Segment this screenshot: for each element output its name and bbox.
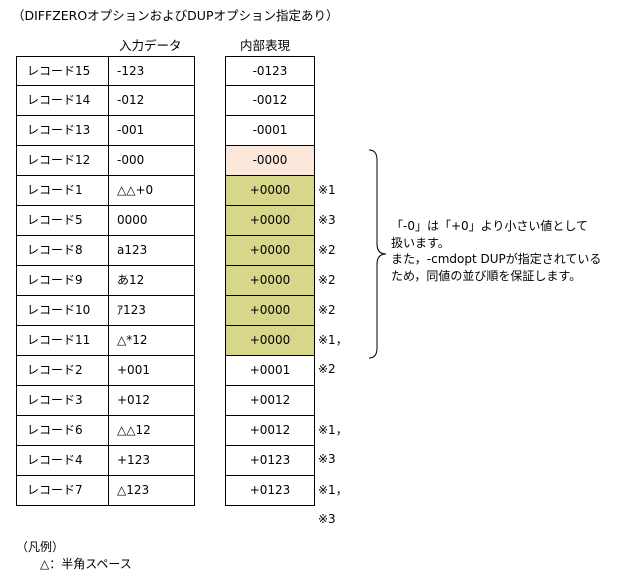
table-row: レコード14-012 -0012 — [16, 86, 316, 116]
record-name-cell: レコード13 — [16, 116, 109, 146]
table-row: レコード4+123 +0123 — [16, 446, 316, 476]
footnote-ref: ※1，※3 — [318, 483, 348, 526]
record-name-cell: レコード10 — [16, 296, 109, 326]
footnote-ref: ※2 — [318, 243, 336, 257]
input-data-cell: -001 — [108, 116, 195, 146]
input-data-cell: +012 — [108, 386, 195, 416]
input-data-cell: △123 — [108, 476, 195, 506]
internal-value-cell: +0000 — [225, 176, 315, 206]
internal-value-cell: +0000 — [225, 206, 315, 236]
input-data-cell: △△12 — [108, 416, 195, 446]
table-row: レコード1△△+0 +0000※1 — [16, 176, 336, 206]
table-row: レコード11△*12 +0000※1，※2 — [16, 326, 348, 376]
internal-value-cell: -0001 — [225, 116, 315, 146]
input-data-cell: +123 — [108, 446, 195, 476]
table-row: レコード3+012 +0012 — [16, 386, 316, 416]
table-row: レコード7△123 +0123※1，※3 — [16, 476, 348, 526]
explanation-line-4: ため，同値の並び順を保証します。 — [391, 268, 582, 283]
internal-value-cell: -0012 — [225, 86, 315, 116]
record-name-cell: レコード11 — [16, 326, 109, 356]
explanation-note: 「-0」は「+0」より小さい値として 扱います。 また，-cmdopt DUPが… — [391, 218, 636, 284]
table-row: レコード12-000 -0000 — [16, 146, 316, 176]
explanation-line-3: また，-cmdopt DUPが指定されている — [391, 252, 602, 266]
record-name-cell: レコード14 — [16, 86, 109, 116]
record-name-cell: レコード15 — [16, 56, 109, 86]
record-name-cell: レコード9 — [16, 266, 109, 296]
table-row: レコード2+001 +0001 — [16, 356, 316, 386]
input-data-cell: a123 — [108, 236, 195, 266]
internal-value-cell: -0000 — [225, 146, 315, 176]
internal-value-cell: +0001 — [225, 356, 315, 386]
input-data-cell: △*12 — [108, 326, 195, 356]
internal-value-cell: +0000 — [225, 266, 315, 296]
footnote-ref: ※2 — [318, 303, 336, 317]
internal-value-cell: -0123 — [225, 56, 315, 86]
internal-value-cell: +0123 — [225, 446, 315, 476]
footnote-ref: ※1 — [318, 183, 336, 197]
internal-value-cell: +0123 — [225, 476, 315, 506]
explanation-line-1: 「-0」は「+0」より小さい値として — [391, 219, 589, 233]
internal-value-cell: +0000 — [225, 236, 315, 266]
explanation-line-2: 扱います。 — [391, 235, 450, 250]
column-header-input: 入力データ — [119, 38, 182, 53]
record-name-cell: レコード3 — [16, 386, 109, 416]
footnote-ref: ※1，※3 — [318, 423, 348, 466]
record-name-cell: レコード12 — [16, 146, 109, 176]
internal-value-cell: +0012 — [225, 416, 315, 446]
input-data-cell: +001 — [108, 356, 195, 386]
input-data-cell: あ12 — [108, 266, 195, 296]
record-name-cell: レコード2 — [16, 356, 109, 386]
record-name-cell: レコード1 — [16, 176, 109, 206]
legend-item: △：半角スペース — [40, 557, 132, 571]
right-brace-icon — [368, 149, 387, 359]
input-data-cell: -123 — [108, 56, 195, 86]
record-name-cell: レコード7 — [16, 476, 109, 506]
table-row: レコード6△△12 +0012※1，※3 — [16, 416, 348, 466]
input-data-cell: △△+0 — [108, 176, 195, 206]
record-name-cell: レコード6 — [16, 416, 109, 446]
input-data-cell: -000 — [108, 146, 195, 176]
footnote-ref: ※2 — [318, 273, 336, 287]
table-row: レコード15-123 -0123 — [16, 56, 316, 86]
input-data-cell: 0000 — [108, 206, 195, 236]
footnote-ref: ※1，※2 — [318, 333, 348, 376]
table-row: レコード13-001 -0001 — [16, 116, 316, 146]
page-title: （DIFFZEROオプションおよびDUPオプション指定あり） — [12, 8, 339, 23]
input-data-cell: ｱ123 — [108, 296, 195, 326]
internal-value-cell: +0000 — [225, 326, 315, 356]
input-data-cell: -012 — [108, 86, 195, 116]
column-header-internal: 内部表現 — [240, 38, 291, 53]
footnote-ref: ※3 — [318, 213, 336, 227]
internal-value-cell: +0000 — [225, 296, 315, 326]
record-name-cell: レコード5 — [16, 206, 109, 236]
record-name-cell: レコード4 — [16, 446, 109, 476]
internal-value-cell: +0012 — [225, 386, 315, 416]
legend-title: （凡例） — [16, 540, 65, 554]
record-name-cell: レコード8 — [16, 236, 109, 266]
